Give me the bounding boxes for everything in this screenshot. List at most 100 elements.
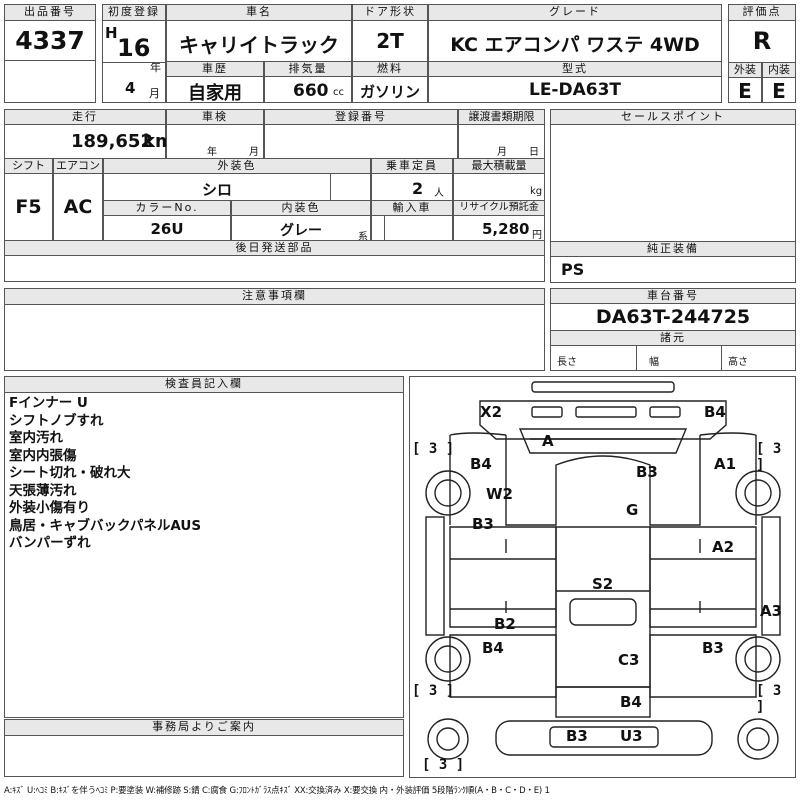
transfer-cell: 月 日 (458, 124, 545, 159)
ext-label: 外装 (728, 62, 762, 78)
damage-mark: B4 (704, 403, 726, 421)
transfer-month-unit: 月 (497, 147, 507, 158)
door-cell: 2T (352, 20, 428, 62)
damage-mark: S2 (592, 575, 614, 593)
damage-mark: B3 (472, 515, 494, 533)
note-line: 室内汚れ (9, 430, 63, 446)
name-label: 車名 (166, 4, 352, 21)
tire-bracket-fl: [ 3 ] (412, 441, 455, 457)
note-line: 鳥居・キャブバックパネルAUS (9, 517, 202, 534)
selling-points-cell (550, 124, 796, 242)
equipment-label: 純正装備 (550, 241, 796, 257)
name-cell: キャリイトラック (166, 20, 352, 62)
damage-mark: A1 (714, 455, 737, 473)
damage-mark: B3 (702, 639, 724, 657)
note-line: バンパーずれ (9, 535, 91, 551)
equipment-value: PS (561, 260, 585, 279)
shift-label: シフト (4, 158, 53, 174)
color-label: 外装色 (103, 158, 371, 174)
later-parts-cell (4, 255, 545, 282)
recycle-value: 5,280 (482, 220, 530, 238)
disp-value: 660 (293, 81, 329, 101)
first-reg-cell: H 16 年 4 月 (102, 20, 166, 103)
era-code: H (105, 24, 118, 42)
fuel-label: 燃料 (352, 61, 428, 77)
door-label: ドア形状 (352, 4, 428, 21)
lot-number: 4337 (15, 26, 85, 55)
damage-mark: B3 (636, 463, 658, 481)
model-value: LE-DA63T (528, 80, 622, 100)
tire-bracket-rr: [ 3 ] (756, 683, 782, 715)
note-line: シフトノブすれ (9, 412, 104, 429)
tire-bracket-fr: [ 3 ] (756, 441, 782, 473)
disp-unit: cc (333, 87, 344, 98)
colorno-label: カラーNo. (103, 200, 231, 216)
height-label: 高さ (728, 357, 748, 368)
damage-mark: C3 (618, 651, 640, 669)
inspector-notes: Fインナー U シフトノブすれ 室内汚れ 室内内張傷 シート切れ・破れ大 天張薄… (4, 392, 404, 718)
colorno-value: 26U (150, 220, 184, 238)
ac-label: エアコン (53, 158, 103, 174)
damage-diagram: [ 3 ] [ 3 ] [ 3 ] [ 3 ] [ 3 ] X2 B4 A B3… (409, 376, 796, 778)
ac-value: AC (63, 196, 93, 218)
inspection-year-unit: 年 (207, 147, 217, 158)
int-cell: E (762, 77, 796, 103)
disp-cell: 660 cc (264, 76, 352, 103)
spec-width: 幅 (636, 345, 722, 371)
note-line: シート切れ・破れ大 (9, 465, 131, 481)
office-label: 事務局よりご案内 (4, 719, 404, 736)
disp-label: 排気量 (264, 61, 352, 77)
history-label: 車歴 (166, 61, 264, 77)
office-cell (4, 735, 404, 777)
first-reg-label: 初度登録 (102, 4, 166, 21)
reg-year: 16 (117, 34, 151, 62)
seats-unit: 人 (434, 188, 444, 199)
damage-mark: A3 (760, 602, 783, 620)
tire-bracket-spare: [ 3 ] (422, 757, 465, 773)
damage-mark: B2 (494, 615, 516, 633)
chassis-cell: DA63T-244725 (550, 303, 796, 331)
shift-cell: F5 (4, 173, 53, 241)
intcolor-unit: 系 (358, 232, 368, 243)
year-unit: 年 (150, 61, 161, 74)
damage-mark: A (542, 432, 554, 450)
mileage-label: 走行 (4, 109, 166, 125)
caution-label: 注意事項欄 (4, 288, 545, 305)
grade-label: グレード (428, 4, 722, 21)
damage-mark: U3 (620, 727, 643, 745)
seats-cell: 2 人 (371, 173, 453, 201)
history-cell: 自家用 (166, 76, 264, 104)
lot-blank (4, 60, 96, 103)
inspector-label: 検査員記入欄 (4, 376, 404, 393)
ac-cell: AC (53, 173, 103, 241)
transfer-day-unit: 日 (529, 147, 539, 158)
damage-mark: B4 (470, 455, 492, 473)
fuel-value: ガソリン (359, 83, 420, 101)
equipment-cell: PS (550, 256, 796, 283)
color-value: シロ (201, 181, 232, 199)
fuel-cell: ガソリン (352, 76, 428, 103)
mileage-cell: 189,652 km (4, 124, 174, 159)
load-label: 最大積載量 (453, 158, 545, 174)
lot-label: 出品番号 (4, 4, 96, 21)
color-sub-cell (330, 173, 371, 201)
grade-cell: KC エアコンパ ワステ 4WD (428, 20, 722, 62)
reg-number-cell (264, 124, 458, 159)
intcolor-cell: グレー 系 (231, 215, 371, 243)
note-line: 室内内張傷 (9, 447, 77, 464)
ext-cell: E (728, 77, 762, 103)
int-grade: E (772, 79, 786, 103)
color-cell: シロ (103, 173, 331, 201)
chassis-label: 車台番号 (550, 288, 796, 304)
inspection-label: 車検 (166, 109, 264, 125)
int-label: 内装 (762, 62, 796, 78)
seats-label: 乗車定員 (371, 158, 453, 174)
model-label: 型式 (428, 61, 722, 77)
damage-mark: B4 (620, 693, 642, 711)
width-label: 幅 (649, 357, 659, 368)
selling-points-label: セールスポイント (550, 109, 796, 125)
model-cell: LE-DA63T (428, 76, 722, 103)
recycle-label: リサイクル預託金 (453, 200, 545, 216)
damage-mark: A2 (712, 538, 735, 556)
note-line: Fインナー U (9, 395, 88, 411)
